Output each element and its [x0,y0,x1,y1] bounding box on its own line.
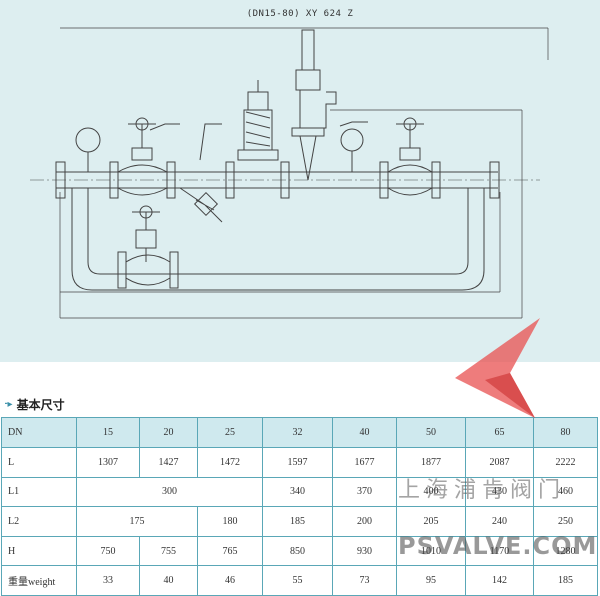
row-label-cell: L [1,447,77,478]
table-cell: 205 [396,506,466,537]
table-cell: 240 [465,506,534,537]
watermark-logo-arrow [455,318,540,418]
table-cell: 1427 [139,447,198,478]
table-cell: 370 [332,476,397,508]
table-cell: 755 [139,535,198,567]
header-cell: 50 [396,417,466,448]
table-cell: 1877 [396,447,466,478]
row-label-cell: L1 [1,476,77,508]
header-cell: 65 [465,417,534,448]
header-cell: 25 [197,417,263,448]
watermark-en: PSVALVE.COM [398,532,598,560]
header-cell: 20 [139,417,198,448]
table-cell: 1280 [533,535,598,567]
table-cell: 460 [533,476,598,508]
table-cell: 930 [332,535,397,567]
double-arrow-icon: ···▸ [4,398,12,410]
drawing-caption: (DN15-80) XY 624 Z [246,9,354,19]
table-cell: 55 [262,565,333,596]
table-cell: 73 [332,565,397,596]
table-cell: 300 [76,476,263,508]
header-cell: 15 [76,417,140,448]
table-cell: 33 [76,565,140,596]
header-cell: 40 [332,417,397,448]
watermark-cn: 上海浦肯阀门 [398,478,567,503]
table-cell: 765 [197,535,263,567]
table-cell: 1597 [262,447,333,478]
table-cell: 185 [262,506,333,537]
row-label-cell: H [1,535,77,567]
row-label-cell: L2 [1,506,77,537]
table-cell: 2222 [533,447,598,478]
table-cell: 95 [396,565,466,596]
table-cell: 340 [262,476,333,508]
table-cell: 850 [262,535,333,567]
table-cell: 1170 [465,535,534,567]
table-cell: 1307 [76,447,140,478]
table-cell: 142 [465,565,534,596]
table-cell: 185 [533,565,598,596]
table-cell: 175 [76,506,198,537]
row-label-cell: 重量weight [1,565,77,596]
drawing-panel: (DN15-80) XY 624 Z [0,0,600,362]
table-cell: 40 [139,565,198,596]
section-header: ···▸ 基本尺寸 [4,396,65,412]
table-cell: 1472 [197,447,263,478]
table-cell: 750 [76,535,140,567]
header-label-cell: DN [1,417,77,448]
section-title: 基本尺寸 [16,397,65,412]
header-cell: 80 [533,417,598,448]
table-cell: 200 [332,506,397,537]
valve-assembly-drawing [30,27,549,319]
table-cell: 180 [197,506,263,537]
table-cell: 46 [197,565,263,596]
header-cell: 32 [262,417,333,448]
table-cell: 1677 [332,447,397,478]
